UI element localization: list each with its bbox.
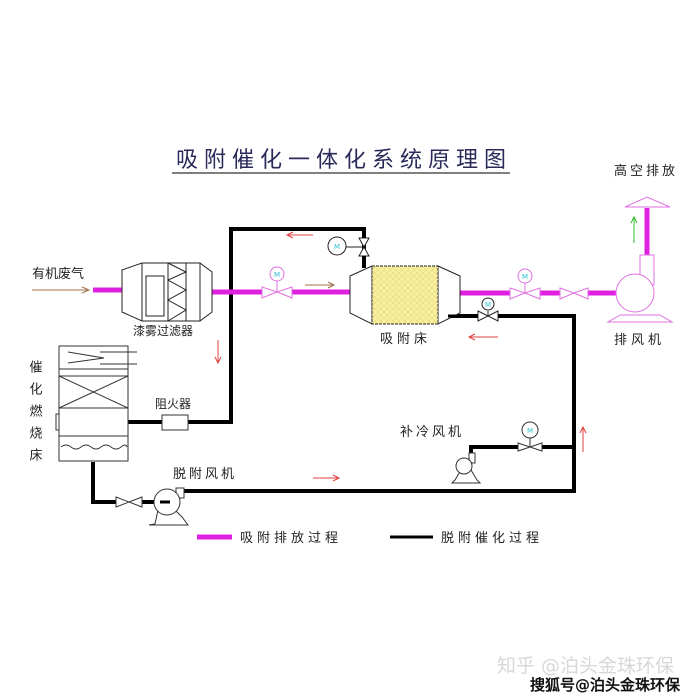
- diagram-title: 吸附催化一体化系统原理图: [176, 148, 512, 173]
- desorption-bed-valve[interactable]: M: [327, 236, 370, 257]
- legend: 吸附排放过程 脱附催化过程: [197, 531, 543, 546]
- return-line-valve[interactable]: M: [477, 297, 499, 322]
- arrow-down-icon: [214, 356, 222, 365]
- adsorption-inlet-valve[interactable]: M: [261, 266, 293, 299]
- paint-mist-filter: [121, 262, 213, 322]
- adsorption-bed-label: 吸附床: [380, 332, 431, 347]
- inlet-group: 有机废气: [32, 266, 91, 294]
- adsorption-pipeline: [93, 208, 650, 296]
- gauge-m-icon: M: [334, 243, 340, 251]
- desorption-fan-label: 脱附风机: [173, 467, 237, 482]
- desorption-fan-valve[interactable]: [115, 496, 143, 508]
- watermark-sohu: 搜狐号@泊头金珠环保: [530, 676, 681, 694]
- adsorption-bed: [349, 265, 461, 325]
- gauge-m-icon: M: [485, 301, 491, 309]
- flow-arrow-green: [630, 215, 638, 243]
- flame-arrester-label: 阻火器: [155, 397, 191, 411]
- inlet-arrowhead-icon: [81, 286, 91, 294]
- cooling-fan-valve[interactable]: M: [517, 421, 543, 452]
- watermark-zhihu: 知乎 @泊头金珠环保: [497, 655, 674, 677]
- gauge-m-icon: M: [527, 427, 533, 435]
- high-altitude-exhaust-label: 高空排放: [614, 163, 678, 179]
- stack-cap: [624, 196, 671, 208]
- flow-arrow-brown: [305, 281, 336, 289]
- arrow-left-icon: [467, 333, 476, 341]
- inlet-label: 有机废气: [32, 266, 84, 282]
- catalytic-bed-label-text: 催化燃烧床: [27, 360, 43, 470]
- filter-label: 漆雾过滤器: [133, 324, 193, 338]
- arrow-up-icon: [579, 425, 587, 434]
- exhaust-valve[interactable]: [559, 287, 589, 300]
- exhaust-fan-label: 排风机: [614, 333, 665, 348]
- cooling-fan-label: 补冷风机: [400, 425, 464, 440]
- arrow-up-icon: [630, 215, 638, 224]
- gauge-m-icon: M: [274, 271, 280, 279]
- red-arrows: [214, 231, 587, 482]
- exhaust-fan: [606, 254, 674, 323]
- catalytic-bed-label: 催化燃烧床: [27, 360, 43, 470]
- arrow-right-icon: [332, 474, 341, 482]
- gauge-m-icon: M: [522, 273, 528, 281]
- legend-label-adsorption: 吸附排放过程: [240, 531, 342, 546]
- flame-arrester: [161, 414, 189, 431]
- cooling-fan: [450, 452, 482, 484]
- desorption-fan: [148, 487, 189, 526]
- catalytic-combustion-bed: [55, 345, 137, 462]
- exhaust-valve-with-gauge[interactable]: M: [509, 268, 541, 300]
- legend-label-desorption: 脱附催化过程: [441, 531, 543, 546]
- arrow-left-icon: [285, 231, 294, 239]
